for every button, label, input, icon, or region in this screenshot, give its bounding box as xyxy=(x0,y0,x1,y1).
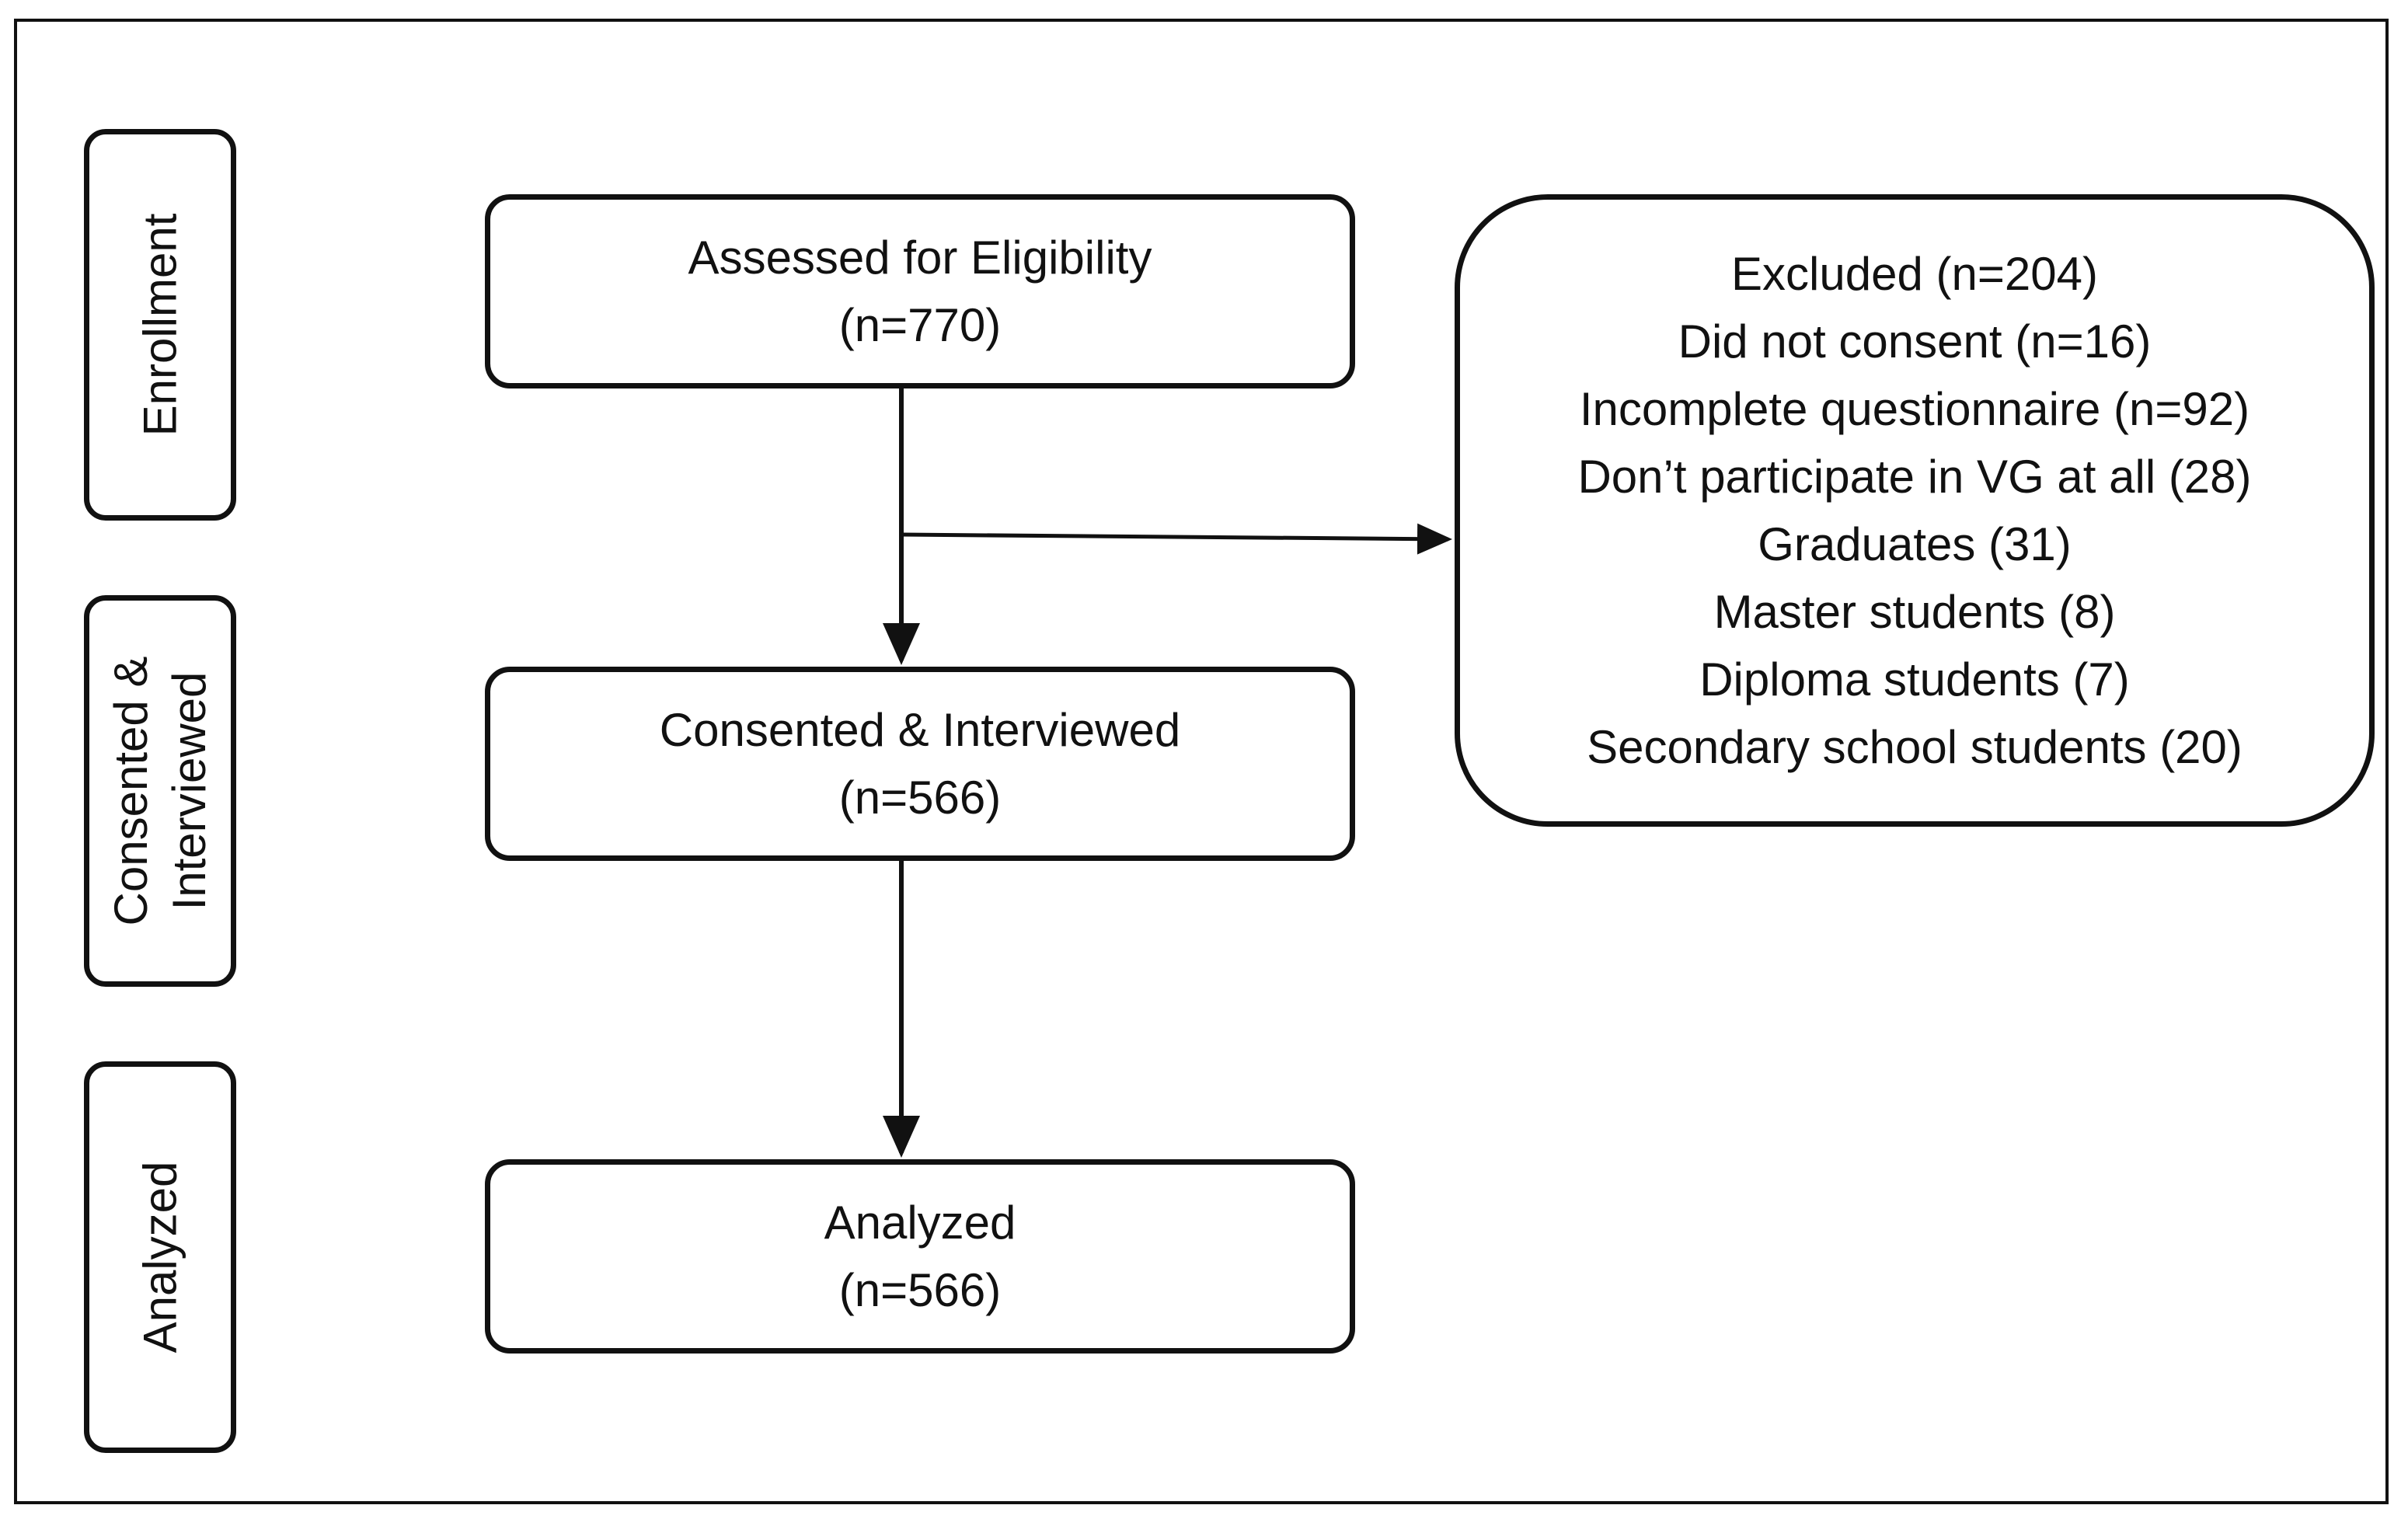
consented-box: Consented & Interviewed (n=566) xyxy=(485,667,1355,861)
stage-analyzed: Analyzed xyxy=(84,1061,236,1453)
stage-label: Enrollment xyxy=(134,213,186,437)
excluded-item: Incomplete questionnaire (n=92) xyxy=(1579,383,2250,435)
excluded-title: Excluded (n=204) xyxy=(1731,248,2098,300)
excluded-item: Graduates (31) xyxy=(1758,518,2072,570)
excluded-item: Don’t participate in VG at all (28) xyxy=(1577,451,2252,503)
excluded-box: Excluded (n=204) Did not consent (n=16) … xyxy=(1455,194,2375,827)
excluded-item: Did not consent (n=16) xyxy=(1678,315,2152,368)
analyzed-title: Analyzed xyxy=(824,1197,1016,1249)
consented-title: Consented & Interviewed xyxy=(659,704,1181,756)
stage-consented-interviewed: Consented & Interviewed xyxy=(84,595,236,987)
excluded-item: Secondary school students (20) xyxy=(1587,721,2242,773)
assessed-box: Assessed for Eligibility (n=770) xyxy=(485,194,1355,388)
stage-label-line-1: Consented & xyxy=(105,656,157,926)
excluded-item: Diploma students (7) xyxy=(1699,653,2130,706)
stage-label: Analyzed xyxy=(134,1161,186,1354)
assessed-count: (n=770) xyxy=(838,299,1002,351)
excluded-item: Master students (8) xyxy=(1713,586,2116,638)
stage-enrollment: Enrollment xyxy=(84,129,236,521)
analyzed-count: (n=566) xyxy=(838,1264,1002,1316)
stage-label-line-2: Interviewed xyxy=(163,671,215,911)
diagram-frame xyxy=(14,19,2389,1504)
assessed-title: Assessed for Eligibility xyxy=(688,232,1152,284)
analyzed-box: Analyzed (n=566) xyxy=(485,1159,1355,1354)
consented-count: (n=566) xyxy=(838,772,1002,824)
